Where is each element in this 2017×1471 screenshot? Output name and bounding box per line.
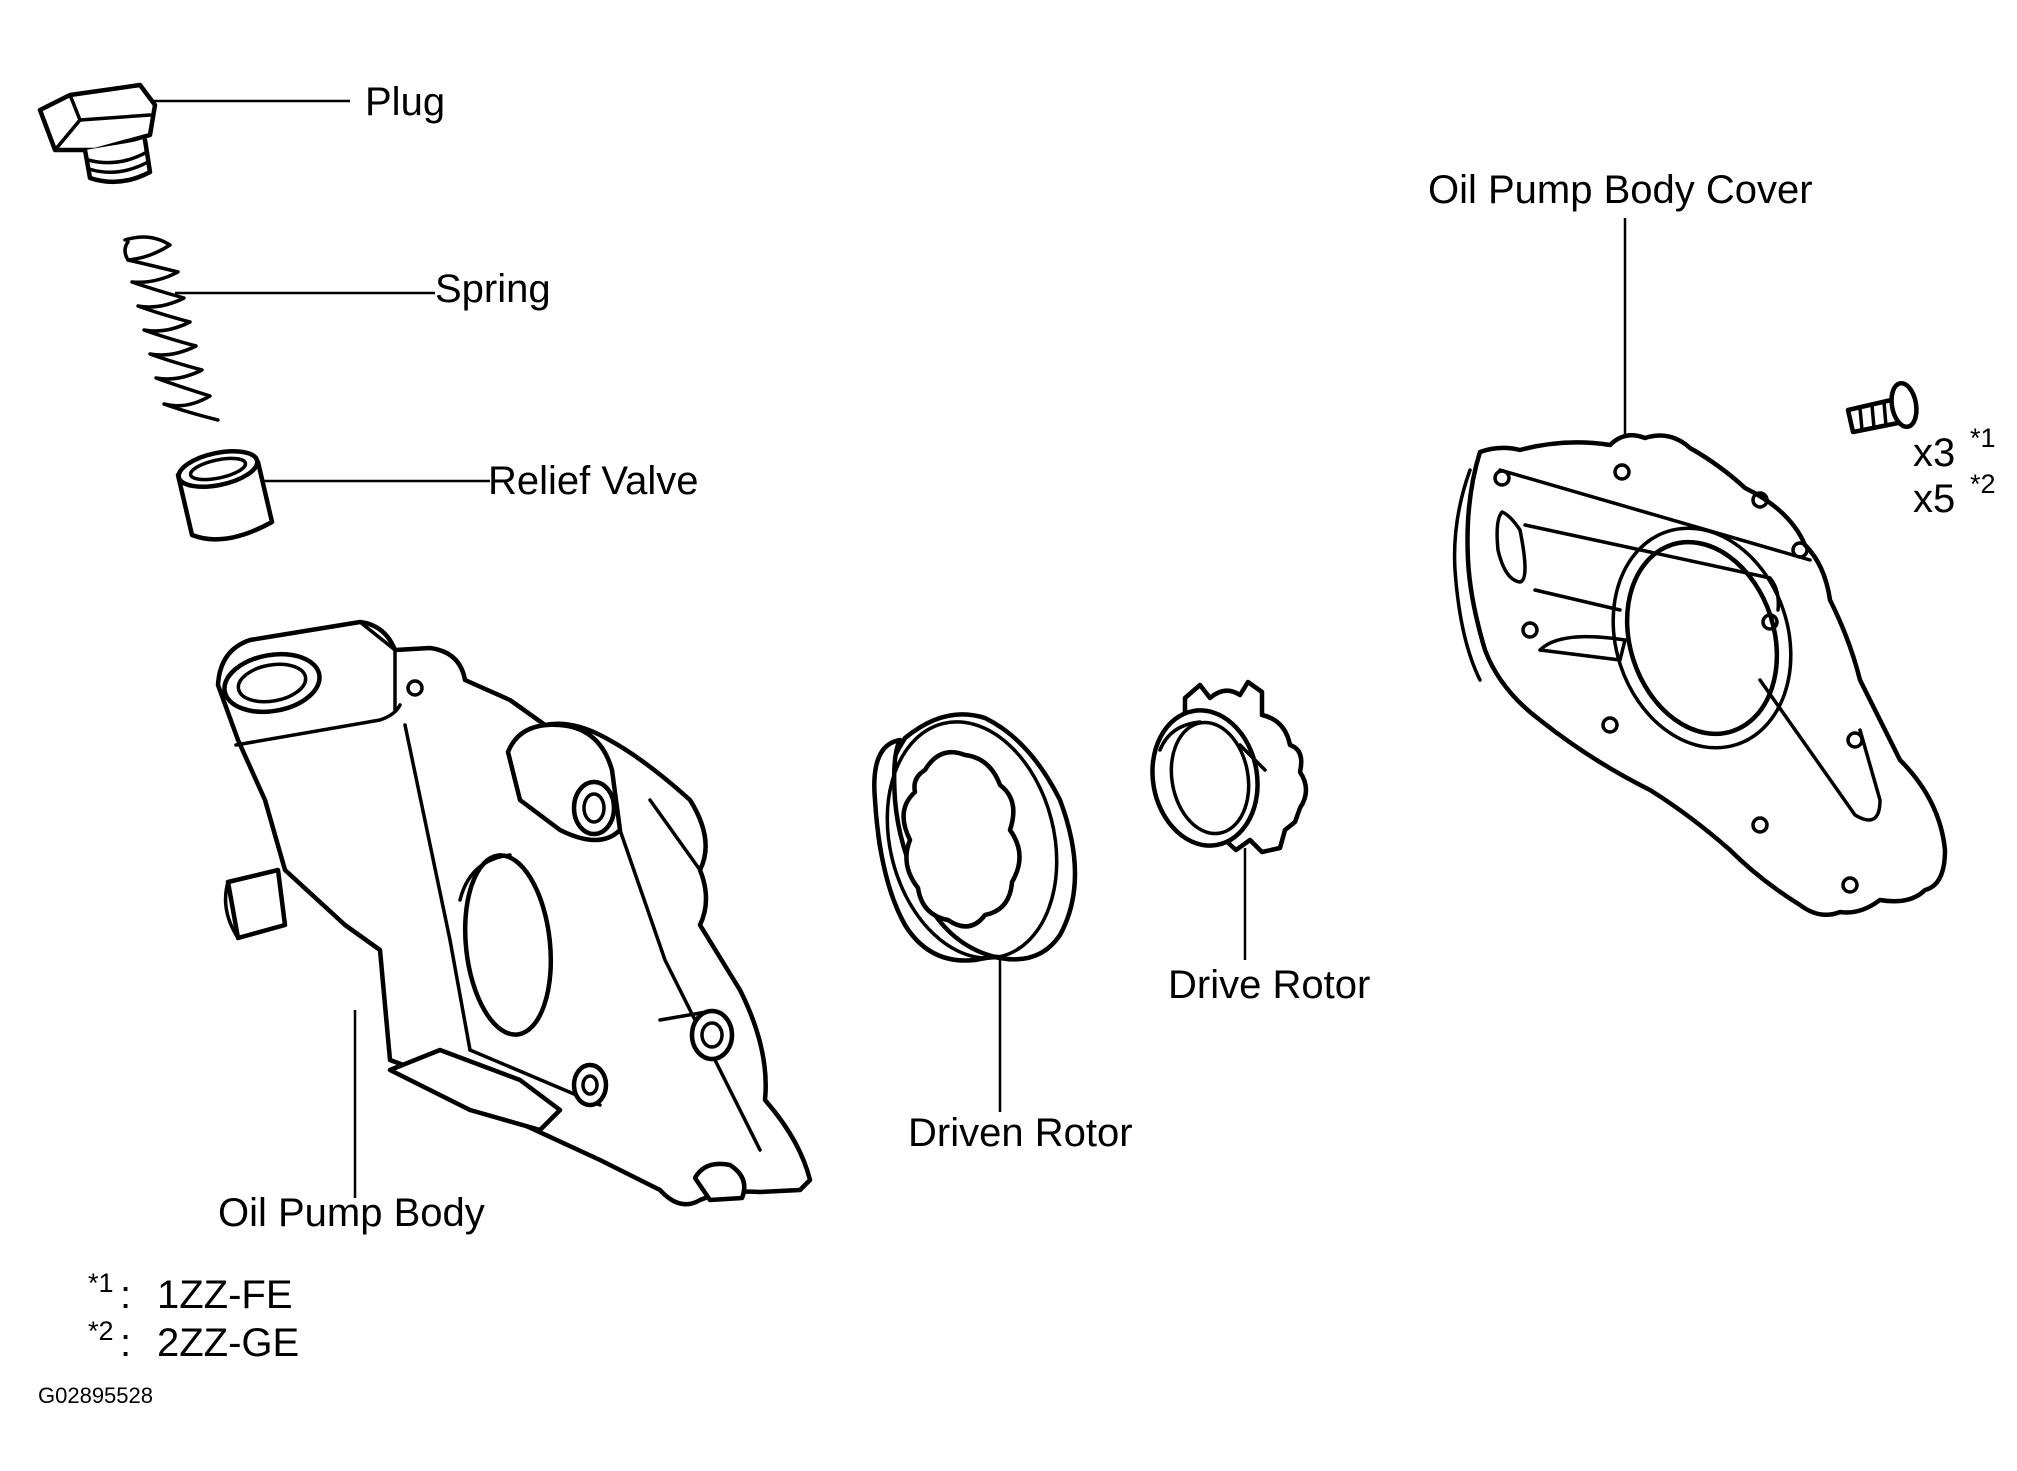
bolt-count-1zz-ref: *1 (1970, 423, 1996, 453)
oil-pump-body-cover-part (1452, 432, 1948, 918)
relief-valve-part (175, 449, 275, 542)
plug-label: Plug (365, 80, 445, 124)
bolt-part (1845, 380, 1919, 435)
footnote-1-mark: *1 (88, 1268, 114, 1298)
footnote-2-engine: 2ZZ-GE (157, 1321, 299, 1365)
bolt-count-2zz: x5 (1913, 477, 1955, 521)
footnote-2-colon: : (120, 1321, 131, 1365)
footnote-1-colon: : (120, 1273, 131, 1317)
relief-valve-label: Relief Valve (488, 459, 698, 503)
oil-pump-body-part (215, 619, 813, 1207)
figure-code: G02895528 (38, 1383, 153, 1408)
spring-part (123, 235, 220, 422)
drive-rotor-label: Drive Rotor (1168, 963, 1370, 1007)
footnote-1-engine: 1ZZ-FE (157, 1273, 293, 1317)
oil-pump-body-cover-label: Oil Pump Body Cover (1428, 168, 1813, 212)
footnote-2-mark: *2 (88, 1316, 114, 1346)
bolt-count-2zz-ref: *2 (1970, 469, 1996, 499)
driven-rotor-label: Driven Rotor (908, 1111, 1133, 1155)
driven-rotor-part (872, 712, 1078, 963)
bolt-count-1zz: x3 (1913, 431, 1955, 475)
drive-rotor-part (1150, 679, 1309, 855)
plug-part (37, 82, 158, 185)
oil-pump-body-label: Oil Pump Body (218, 1191, 485, 1235)
spring-label: Spring (435, 267, 551, 311)
